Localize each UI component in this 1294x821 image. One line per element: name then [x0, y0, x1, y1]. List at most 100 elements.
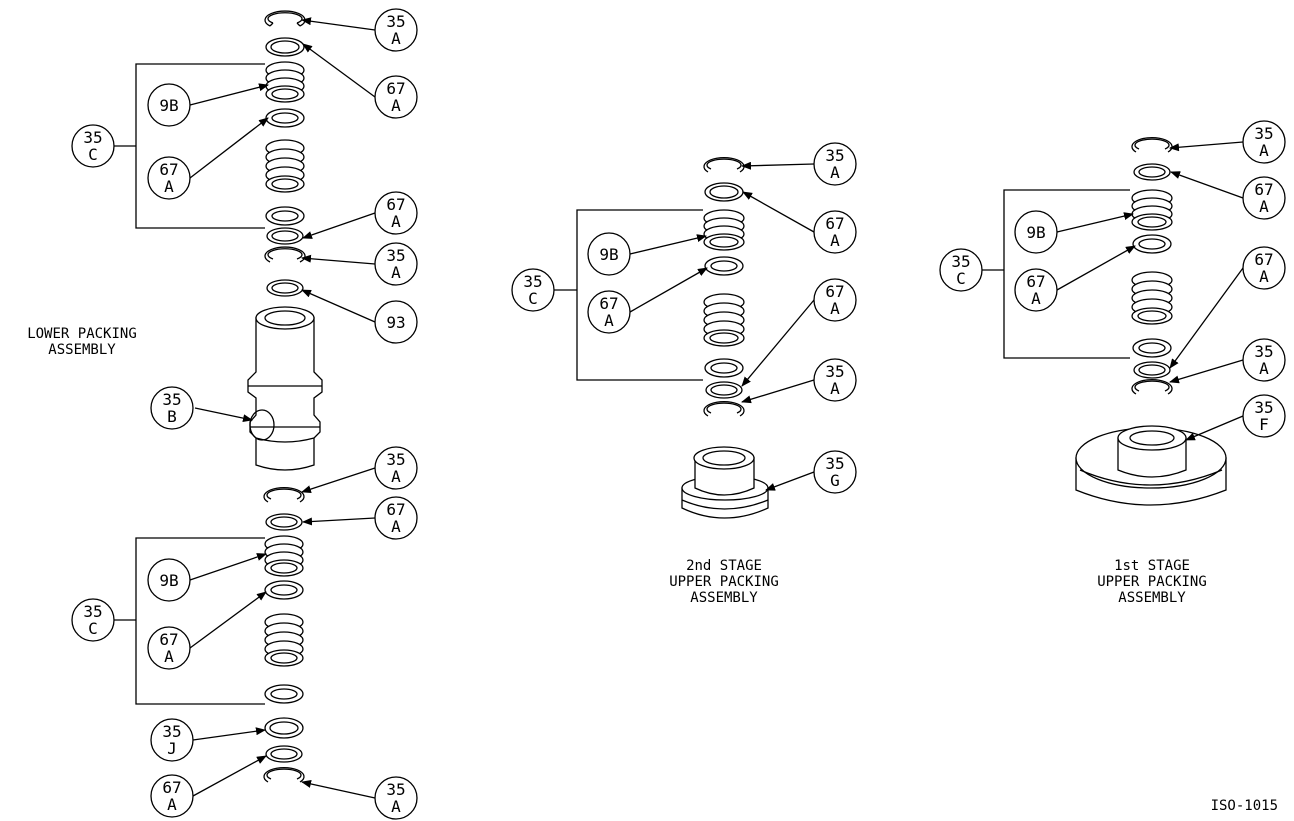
first-retaining-ring-top [1131, 136, 1173, 153]
second-vee-packing-stack [703, 209, 745, 378]
svg-text:A: A [830, 299, 840, 318]
first-backup-ring-top [1133, 163, 1171, 181]
callout-lower-10: 35 A [374, 446, 418, 490]
callout-lower-14: 35 C [71, 598, 115, 642]
first-stage-gland-35f [1075, 425, 1227, 506]
svg-text:A: A [391, 96, 401, 115]
callout-first-5: 35 C [939, 248, 983, 292]
lower-bracket-2 [135, 537, 265, 705]
svg-text:35: 35 [83, 128, 102, 147]
callout-lower-11: 67 A [374, 496, 418, 540]
svg-text:67: 67 [825, 282, 844, 301]
svg-text:67: 67 [1254, 180, 1273, 199]
lower-vee-packing-stack-2 [264, 535, 304, 704]
callout-second-4: 67 A [587, 290, 631, 334]
lower-adapter-ring-j [264, 717, 304, 739]
svg-text:A: A [391, 263, 401, 282]
callout-lower-12: 9B [147, 558, 191, 602]
lower-retaining-ring-b [263, 486, 305, 503]
svg-text:A: A [391, 517, 401, 536]
callout-second-1: 35 A [813, 142, 857, 186]
svg-text:67: 67 [825, 214, 844, 233]
lower-backup-ring-mid [266, 227, 304, 245]
svg-text:C: C [528, 289, 538, 308]
svg-text:67: 67 [1254, 250, 1273, 269]
svg-text:B: B [167, 407, 177, 426]
svg-text:93: 93 [386, 313, 405, 332]
lower-retaining-ring-bottom [263, 766, 305, 783]
first-stage-assembly: 35 A 67 A 9B 67 A 35 C 67 A 35 A 35 F 1s… [939, 120, 1286, 606]
callout-lower-2: 67 A [374, 75, 418, 119]
lower-caption-line1: LOWER PACKING [27, 326, 137, 342]
callout-second-8: 35 G [813, 450, 857, 494]
svg-text:9B: 9B [159, 96, 178, 115]
svg-text:35: 35 [386, 450, 405, 469]
svg-text:67: 67 [599, 294, 618, 313]
svg-text:35: 35 [1254, 398, 1273, 417]
svg-text:35: 35 [386, 780, 405, 799]
callout-second-6: 67 A [813, 278, 857, 322]
callout-first-2: 67 A [1242, 176, 1286, 220]
callout-lower-8: 93 [374, 300, 418, 344]
svg-text:A: A [167, 795, 177, 814]
svg-text:67: 67 [159, 630, 178, 649]
second-caption-line3: ASSEMBLY [690, 590, 758, 606]
callout-second-3: 9B [587, 232, 631, 276]
callout-lower-5: 35 C [71, 124, 115, 168]
svg-text:67: 67 [386, 500, 405, 519]
svg-text:A: A [604, 311, 614, 330]
svg-text:A: A [391, 467, 401, 486]
callout-first-1: 35 A [1242, 120, 1286, 164]
lower-vee-packing-stack-1 [265, 61, 305, 226]
svg-text:9B: 9B [1026, 223, 1045, 242]
lower-caption-line2: ASSEMBLY [48, 342, 116, 358]
svg-text:A: A [1259, 267, 1269, 286]
svg-text:G: G [830, 471, 840, 490]
callout-second-5: 35 C [511, 268, 555, 312]
svg-text:J: J [167, 739, 177, 758]
svg-text:A: A [391, 797, 401, 816]
first-vee-packing-stack [1131, 189, 1173, 358]
lower-retaining-ring-top [264, 10, 306, 27]
callout-first-4: 67 A [1014, 268, 1058, 312]
second-stage-gland-35g [681, 446, 769, 519]
first-retaining-ring-bottom [1131, 378, 1173, 395]
lower-backup-ring-b [265, 513, 303, 531]
callout-lower-1: 35 A [374, 8, 418, 52]
svg-text:35: 35 [523, 272, 542, 291]
second-backup-ring-top [704, 182, 744, 202]
second-backup-ring-bottom [705, 381, 743, 399]
callout-lower-9: 35 B [150, 386, 194, 430]
second-caption-line1: 2nd STAGE [686, 558, 762, 574]
second-retaining-ring-top [703, 156, 745, 173]
svg-text:A: A [1259, 141, 1269, 160]
svg-text:35: 35 [1254, 342, 1273, 361]
second-caption-line2: UPPER PACKING [669, 574, 779, 590]
lower-spacer-93 [266, 279, 304, 297]
lower-backup-ring-top [265, 37, 305, 57]
callout-lower-3: 9B [147, 83, 191, 127]
svg-text:35: 35 [162, 722, 181, 741]
svg-text:35: 35 [1254, 124, 1273, 143]
callout-lower-15: 35 J [150, 718, 194, 762]
callout-first-8: 35 F [1242, 394, 1286, 438]
callout-lower-4: 67 A [147, 156, 191, 200]
svg-text:67: 67 [386, 79, 405, 98]
first-bracket [1003, 189, 1130, 359]
svg-text:35: 35 [386, 12, 405, 31]
callout-lower-7: 35 A [374, 242, 418, 286]
svg-text:35: 35 [825, 454, 844, 473]
first-backup-ring-bottom [1133, 361, 1171, 379]
callout-lower-17: 35 A [374, 776, 418, 820]
svg-text:A: A [830, 163, 840, 182]
svg-text:35: 35 [825, 362, 844, 381]
svg-text:A: A [164, 647, 174, 666]
svg-text:A: A [391, 29, 401, 48]
svg-text:F: F [1259, 415, 1269, 434]
callout-second-2: 67 A [813, 210, 857, 254]
callout-lower-16: 67 A [150, 774, 194, 818]
svg-text:67: 67 [1026, 272, 1045, 291]
svg-text:C: C [88, 619, 98, 638]
callout-second-7: 35 A [813, 358, 857, 402]
